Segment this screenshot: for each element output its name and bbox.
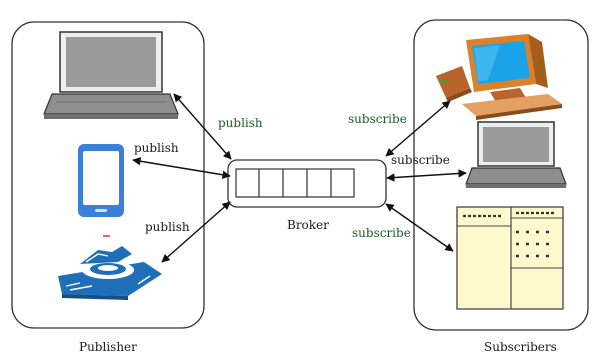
- publish-label-laptop: publish: [218, 116, 263, 130]
- laptop-icon: [465, 121, 567, 188]
- subscribe-label-dashboard: subscribe: [352, 226, 411, 240]
- publisher-group-label: Publisher: [79, 340, 137, 354]
- desktop-computer-icon: [436, 34, 562, 120]
- subscribe-arrow-laptop: [386, 169, 467, 182]
- subscribe-arrow-dashboard: [385, 203, 454, 252]
- publish-arrow-sensor: [161, 201, 231, 263]
- subscribe-label-desktop: subscribe: [348, 112, 407, 126]
- laptop-icon: [43, 31, 179, 119]
- subscribe-label-laptop: subscribe: [391, 153, 450, 167]
- publish-label-phone: publish: [134, 141, 179, 155]
- publish-arrow-laptop: [173, 93, 232, 160]
- subscribe-arrow-desktop: [385, 100, 451, 157]
- publish-arrow-phone: [132, 157, 231, 179]
- smartphone-icon: [78, 144, 124, 217]
- dashboard-document-icon: [456, 206, 564, 310]
- sensor-device-icon: [58, 235, 162, 300]
- broker-label: Broker: [287, 218, 329, 232]
- subscriber-group-label: Subscribers: [484, 340, 557, 354]
- publish-label-sensor: publish: [145, 220, 190, 234]
- broker-queue: [227, 159, 387, 208]
